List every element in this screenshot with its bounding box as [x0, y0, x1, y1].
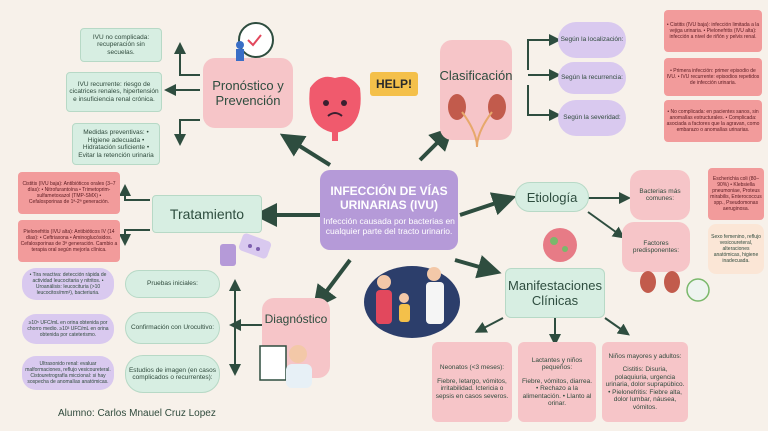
clasificacion-detail-3: • No complicada: en pacientes sanos, sin… — [664, 100, 762, 142]
pronostico-item-2: IVU recurrente: riesgo de cicatrices ren… — [66, 72, 162, 112]
kidneys-icon — [448, 94, 506, 148]
diagnostico-label-3: Estudios de imagen (en casos complicados… — [125, 355, 220, 393]
manifestaciones-detail-3: Cistitis: Disuria, polaquiuria, urgencia… — [605, 366, 685, 411]
pronostico-item-3: Medidas preventivas: • Higiene adecuada … — [72, 123, 160, 165]
tratamiento-item-1: Cistitis (IVU baja): Antibióticos orales… — [18, 172, 120, 214]
diagnostico-label-1: Pruebas iniciales: — [125, 270, 220, 298]
manifestaciones-item-3: Niños mayores y adultos: Cistitis: Disur… — [602, 342, 688, 422]
clasificacion-detail-1: • Cistitis (IVU baja): infección limitad… — [664, 10, 762, 52]
clasificacion-detail-2: • Primera infección: primer episodio de … — [664, 58, 762, 96]
diagnostico-detail-3: Ultrasonido renal: evaluar malformacione… — [22, 356, 114, 390]
author-credit: Alumno: Carlos Mnauel Cruz Lopez — [58, 408, 216, 419]
tratamiento-title: Tratamiento — [152, 195, 262, 233]
diagnostico-label-2: Confirmación con Urocultivo: — [125, 312, 220, 344]
clasificacion-label-2: Según la recurrencia: — [558, 62, 626, 94]
manifestaciones-label-3: Niños mayores y adultos: — [608, 352, 682, 360]
etiologia-label-1: Bacterias más comunes: — [630, 170, 690, 220]
manifestaciones-item-1: Neonatos (<3 meses): Fiebre, letargo, vó… — [432, 342, 512, 422]
manifestaciones-detail-1: Fiebre, letargo, vómitos, irritabilidad.… — [435, 377, 509, 400]
diagnostico-detail-2: ≥10⁵ UFC/mL en orina obtenida por chorro… — [22, 314, 114, 344]
clasificacion-title: Clasificación — [440, 40, 512, 140]
manifestaciones-detail-2: Fiebre, vómitos, diarrea. • Rechazo a la… — [521, 377, 593, 408]
center-subtitle: Infección causada por bacterias en cualq… — [323, 216, 455, 236]
manifestaciones-title: Manifestaciones Clínicas — [505, 268, 605, 318]
clock-person-icon — [236, 22, 274, 61]
tratamiento-item-2: Pielonefritis (IVU alta): Antibióticos I… — [18, 220, 120, 262]
family-doctor-illustration-icon — [364, 266, 460, 338]
bacteria-organ-icon — [543, 228, 577, 262]
pills-icon — [220, 233, 272, 266]
etiologia-detail-1: Escherichia coli (80–90%) • Klebsiella p… — [708, 168, 764, 220]
diagnostico-detail-1: • Tira reactiva: detección rápida de act… — [22, 268, 114, 300]
etiologia-label-2: Factores predisponentes: — [622, 222, 690, 272]
manifestaciones-item-2: Lactantes y niños pequeños: Fiebre, vómi… — [518, 342, 596, 422]
doctor-icon — [259, 345, 312, 388]
help-sign: HELP! — [370, 72, 418, 96]
etiologia-detail-2: Sexo femenino, reflujo vesicoureteral, a… — [708, 224, 764, 274]
manifestaciones-label-2: Lactantes y niños pequeños: — [531, 356, 583, 372]
pronostico-item-1: IVU no complicada: recuperación sin secu… — [80, 28, 162, 62]
clasificacion-label-1: Según la localización: — [558, 22, 626, 58]
etiologia-title: Etiología — [515, 182, 589, 212]
manifestaciones-label-1: Neonatos (<3 meses): — [439, 364, 505, 371]
urinary-tract-icon — [640, 271, 710, 302]
clasificacion-label-3: Según la severidad: — [558, 100, 626, 136]
center-title: INFECCIÓN DE VÍAS URINARIAS (IVU) — [330, 184, 448, 212]
bladder-character-icon — [309, 76, 361, 141]
pronostico-title: Pronóstico y Prevención — [203, 58, 293, 128]
center-node: INFECCIÓN DE VÍAS URINARIAS (IVU) Infecc… — [320, 170, 458, 250]
